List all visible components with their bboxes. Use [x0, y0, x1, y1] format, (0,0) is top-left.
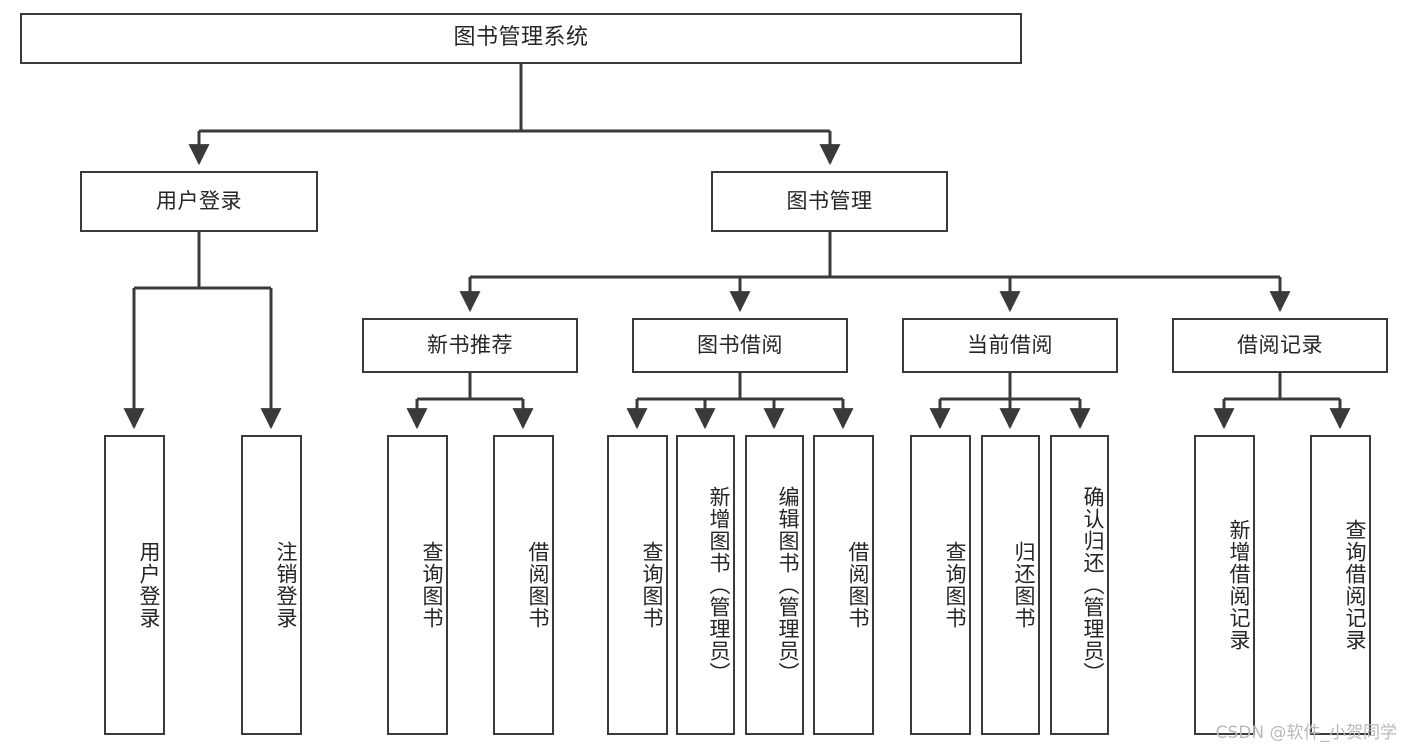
leaf-query-book-current[interactable]: 查询图书 [910, 435, 971, 735]
node-root-system[interactable]: 图书管理系统 [20, 13, 1022, 64]
node-new-book-recommend[interactable]: 新书推荐 [362, 318, 578, 373]
node-borrow-record[interactable]: 借阅记录 [1172, 318, 1388, 373]
leaf-label: 查询图书 [420, 541, 444, 629]
leaf-label: 借阅图书 [846, 541, 870, 629]
leaf-query-book-recommend[interactable]: 查询图书 [387, 435, 448, 735]
leaf-label: 归还图书 [1012, 541, 1036, 629]
csdn-watermark: CSDN @软件_小贺同学 [1215, 723, 1397, 743]
leaf-query-borrow-record[interactable]: 查询借阅记录 [1310, 435, 1371, 735]
node-book-borrow[interactable]: 图书借阅 [632, 318, 848, 373]
node-user-login[interactable]: 用户登录 [80, 171, 318, 232]
leaf-user-login[interactable]: 用户登录 [104, 435, 165, 735]
leaf-borrow-book-recommend[interactable]: 借阅图书 [493, 435, 554, 735]
leaf-borrow-book[interactable]: 借阅图书 [813, 435, 874, 735]
node-book-manage[interactable]: 图书管理 [711, 171, 948, 232]
leaf-user-logout[interactable]: 注销登录 [241, 435, 302, 735]
leaf-label: 编辑图书（管理员） [776, 486, 800, 684]
leaf-confirm-return[interactable]: 确认归还（管理员） [1050, 435, 1109, 735]
leaf-label: 查询借阅记录 [1343, 519, 1367, 651]
leaf-label: 注销登录 [274, 541, 298, 629]
leaf-label: 新增借阅记录 [1227, 519, 1251, 651]
leaf-query-book-borrow[interactable]: 查询图书 [607, 435, 668, 735]
leaf-label: 新增图书（管理员） [707, 486, 731, 684]
leaf-add-borrow-record[interactable]: 新增借阅记录 [1194, 435, 1255, 735]
leaf-label: 用户登录 [137, 541, 161, 629]
leaf-label: 借阅图书 [526, 541, 550, 629]
leaf-return-book[interactable]: 归还图书 [981, 435, 1040, 735]
leaf-label: 查询图书 [943, 541, 967, 629]
leaf-label: 确认归还（管理员） [1081, 486, 1105, 684]
leaf-label: 查询图书 [640, 541, 664, 629]
leaf-add-book[interactable]: 新增图书（管理员） [676, 435, 735, 735]
leaf-edit-book[interactable]: 编辑图书（管理员） [745, 435, 804, 735]
node-current-borrow[interactable]: 当前借阅 [902, 318, 1118, 373]
